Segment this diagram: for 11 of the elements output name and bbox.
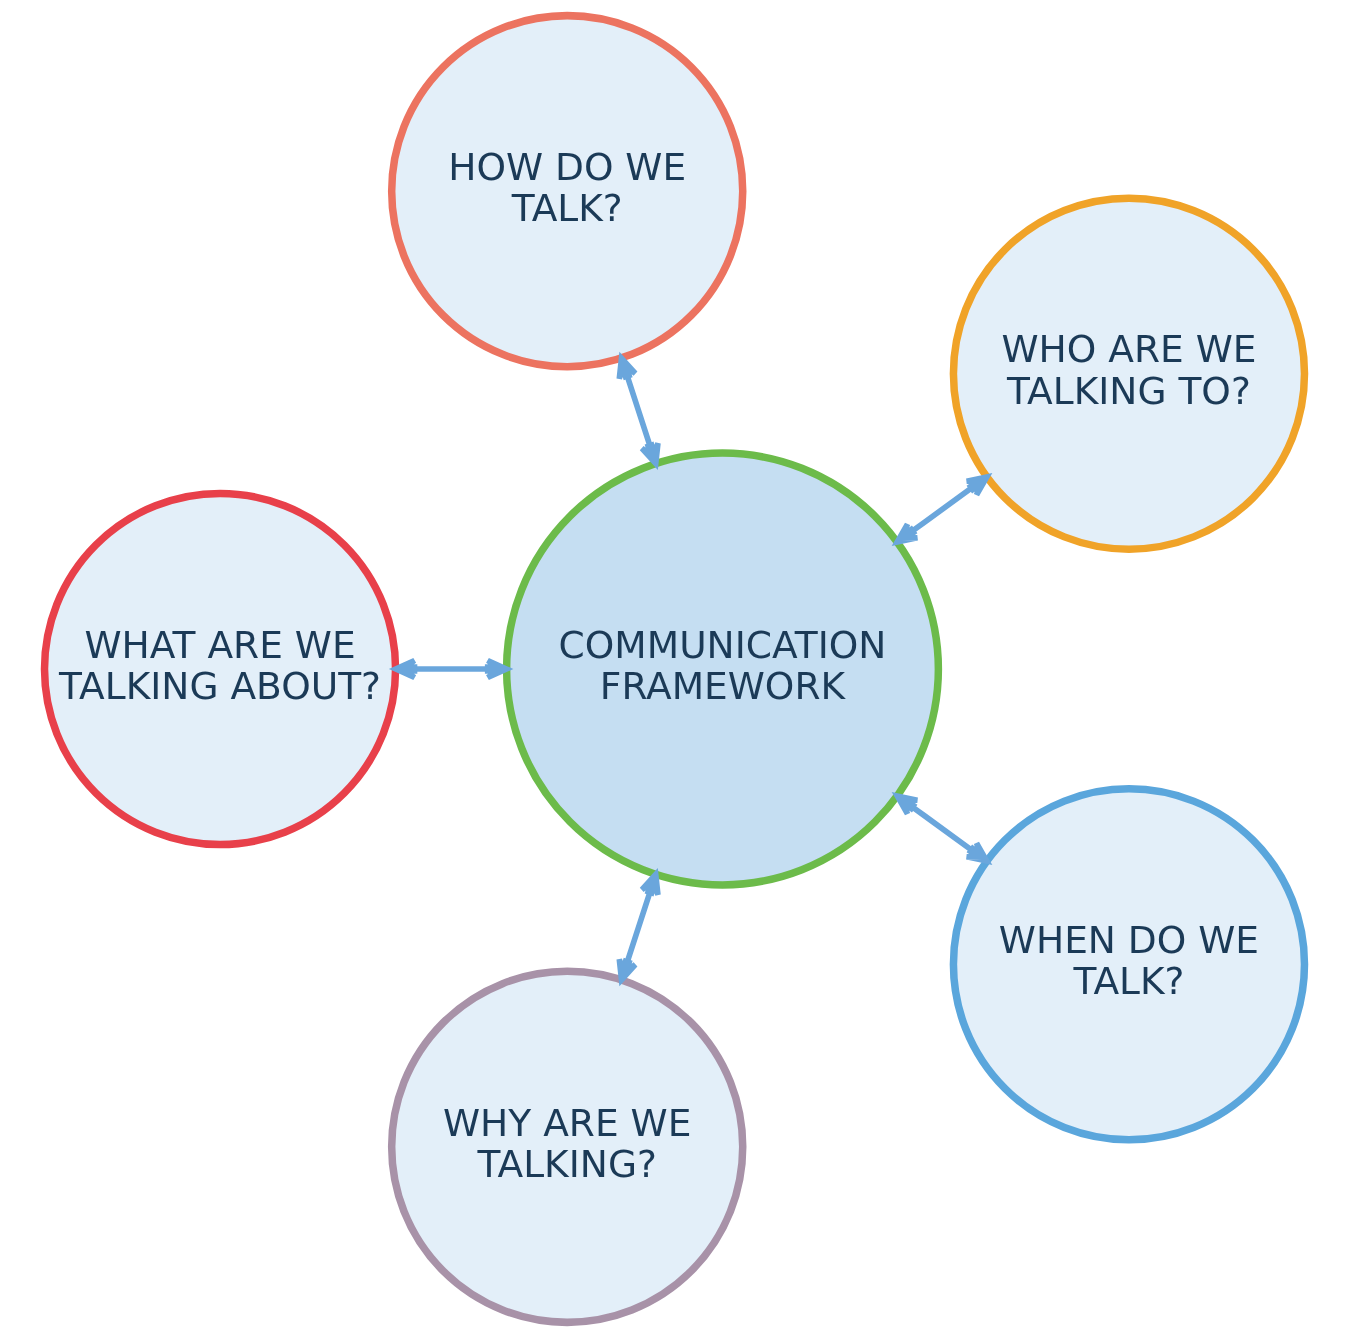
arrow bbox=[894, 474, 990, 545]
arrow bbox=[392, 657, 510, 681]
node-circle: HOW DO WE TALK? bbox=[387, 11, 747, 371]
arrow bbox=[894, 793, 990, 864]
node-circle: WHEN DO WE TALK? bbox=[949, 785, 1309, 1144]
node-circle: WHO ARE WE TALKING TO? bbox=[949, 194, 1309, 553]
node-circle: WHAT ARE WE TALKING ABOUT? bbox=[40, 489, 400, 849]
node-circle: COMMUNICATION FRAMEWORK bbox=[502, 449, 943, 889]
node-circle: WHY ARE WE TALKING? bbox=[387, 967, 747, 1327]
arrow bbox=[616, 355, 661, 467]
arrow bbox=[616, 871, 661, 983]
